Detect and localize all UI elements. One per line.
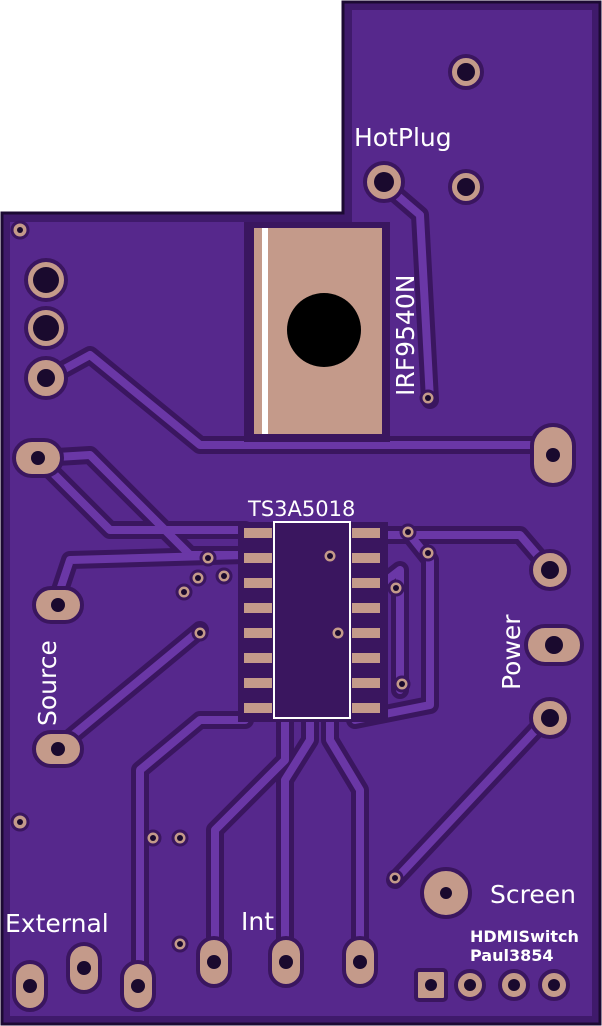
label-source: Source <box>33 640 62 726</box>
mosfet-mounting-hole <box>287 293 361 367</box>
label-screen: Screen <box>490 880 576 909</box>
label-int: Int <box>241 907 274 936</box>
through-hole-pads <box>12 54 584 1012</box>
ic-footprint <box>238 521 388 722</box>
mosfet-component <box>244 222 390 442</box>
vias <box>10 220 437 953</box>
label-author: Paul3854 <box>470 946 554 965</box>
label-mosfet: IRF9540N <box>391 275 420 396</box>
label-power: Power <box>497 614 526 690</box>
label-hotplug: HotPlug <box>354 123 452 152</box>
label-ic: TS3A5018 <box>247 497 355 521</box>
label-project: HDMISwitch <box>470 927 579 946</box>
label-external: External <box>5 909 109 938</box>
ic-silkscreen-outline <box>273 521 351 719</box>
